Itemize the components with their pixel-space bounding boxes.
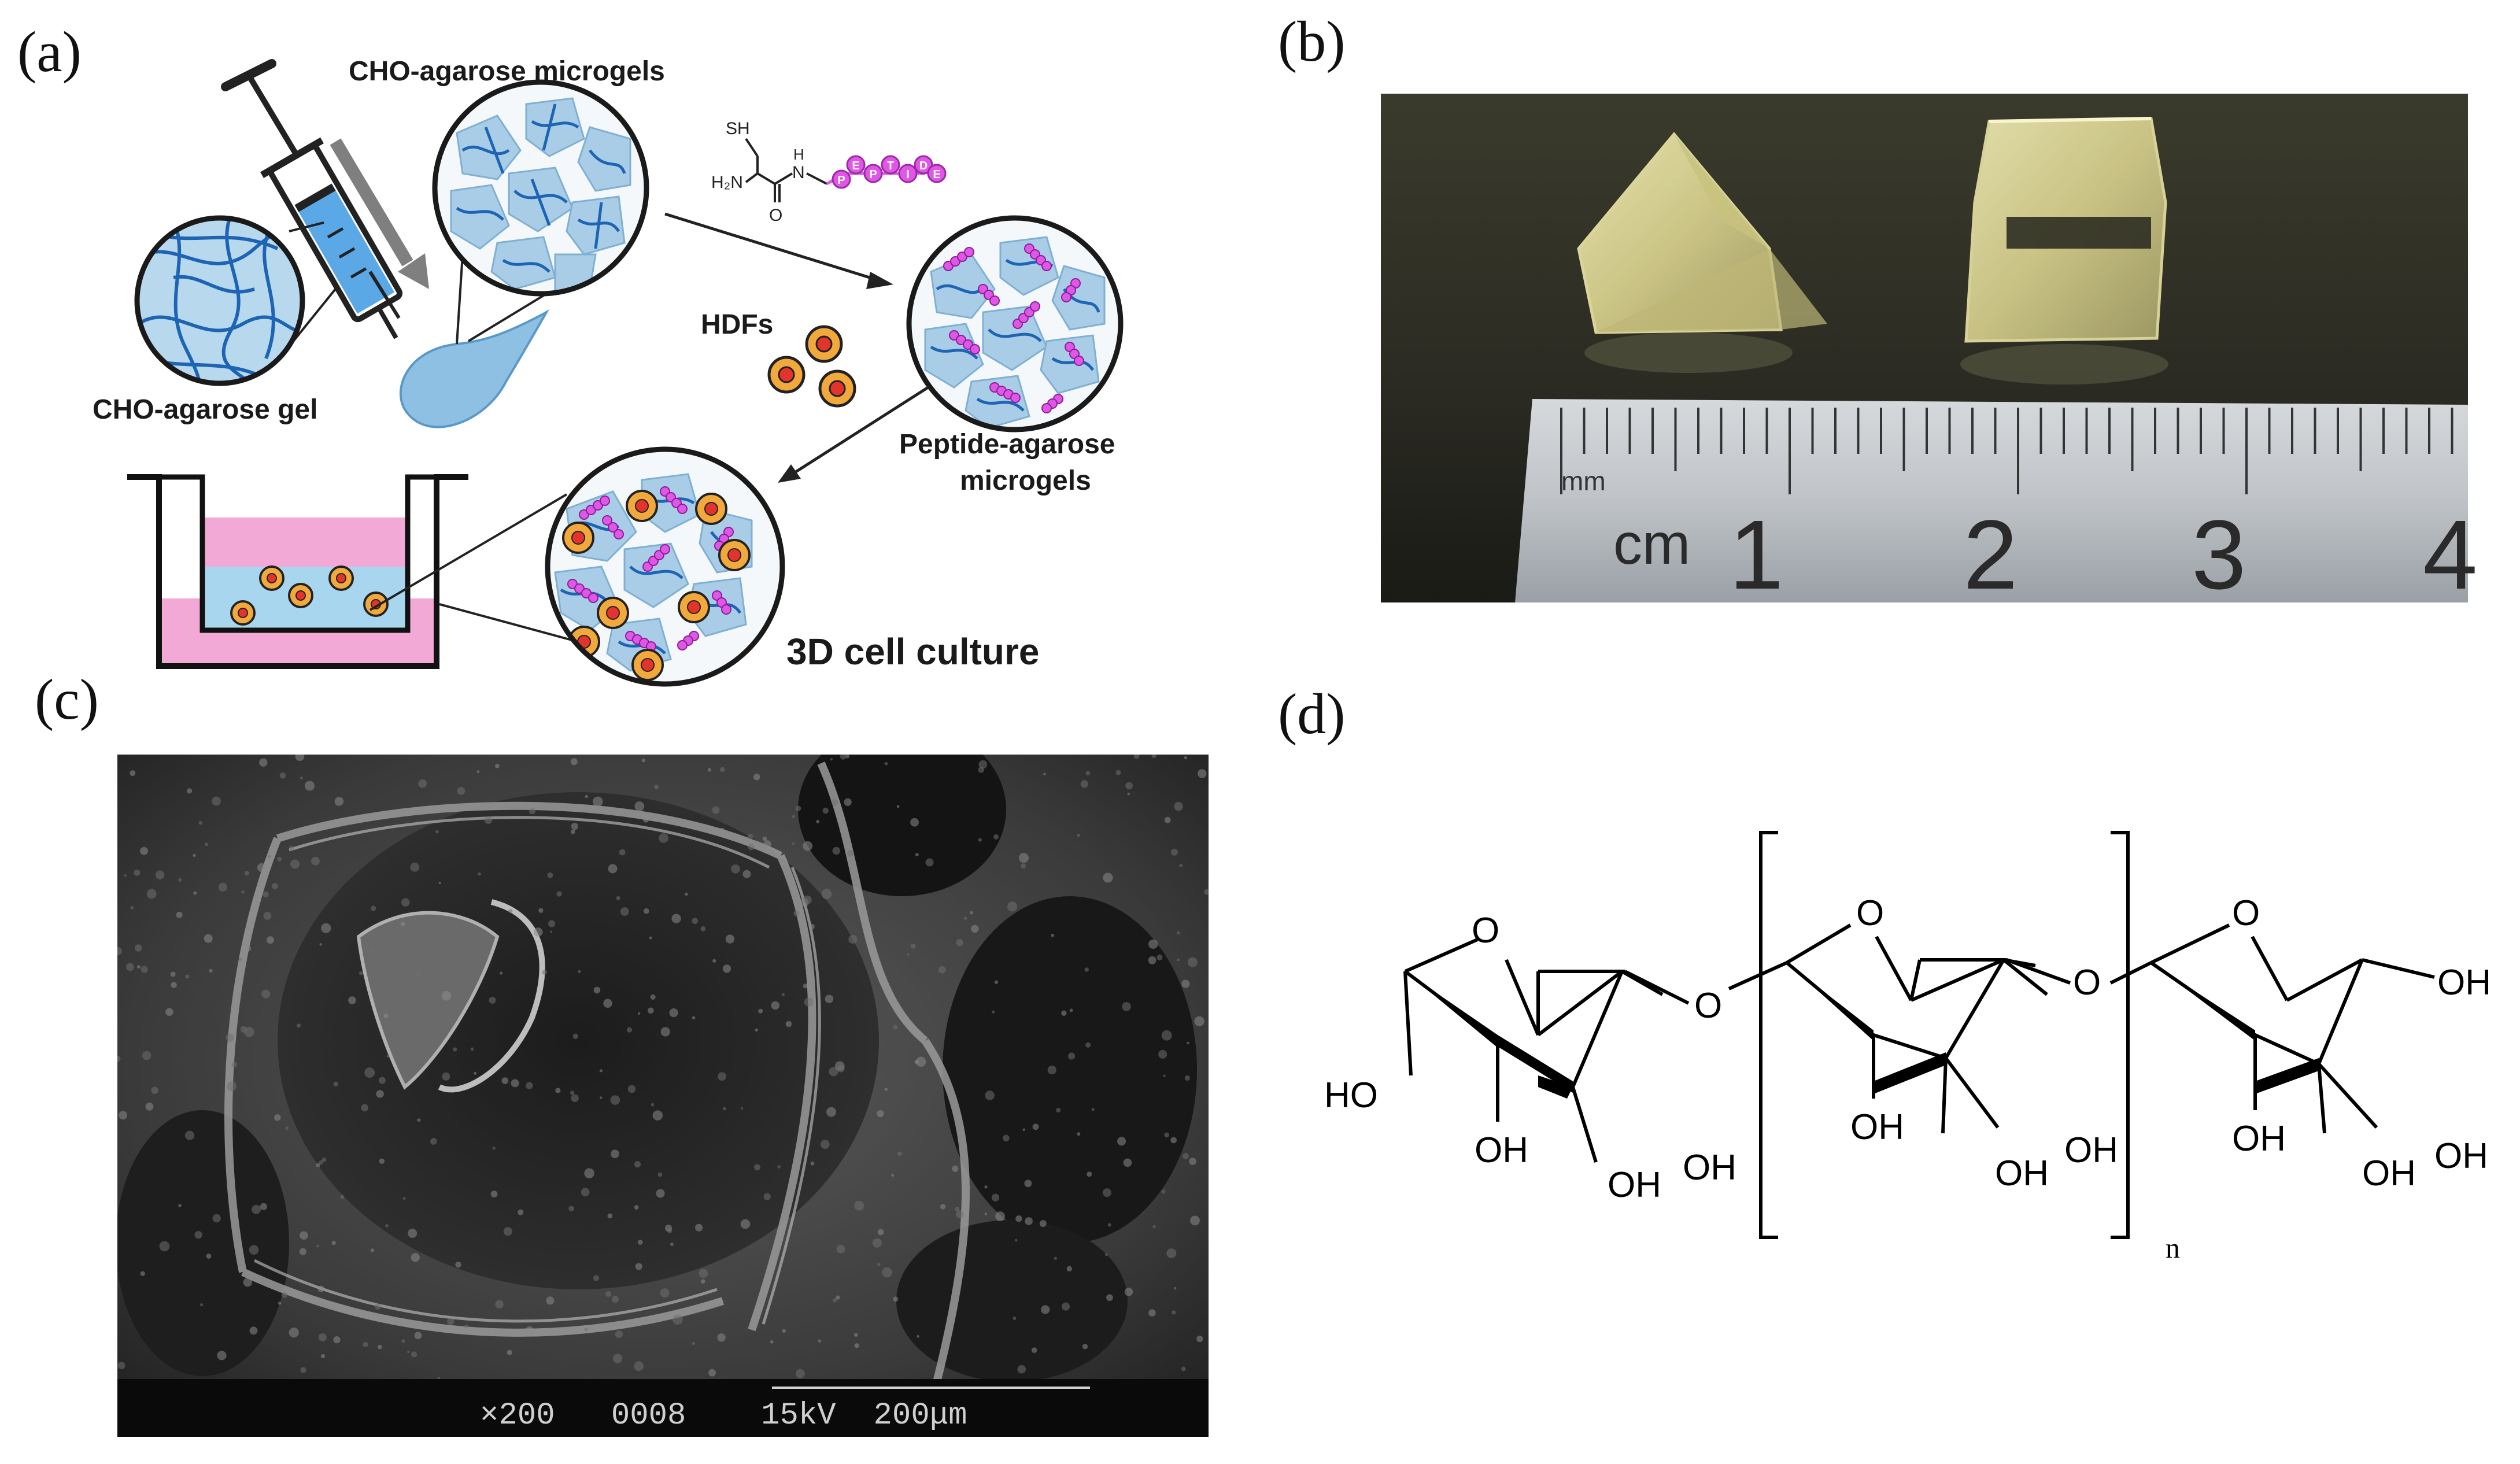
label-3d-cell-culture: 3D cell culture xyxy=(786,631,1040,672)
label-peptide-agarose-1: Peptide-agarose xyxy=(899,429,1115,460)
oh-label-3: OH xyxy=(1683,1148,1736,1188)
o-label-link2: O xyxy=(2073,963,2101,1003)
agarose-wedge-bonds xyxy=(1405,963,2319,1099)
label-peptide-agarose-2: microgels xyxy=(960,465,1091,496)
chem-h2n-label: H₂N xyxy=(711,173,743,192)
ruler-mm-label: mm xyxy=(1561,466,1606,496)
repeat-subscript-n: n xyxy=(2166,1232,2180,1264)
peptide-bead xyxy=(721,604,731,615)
peptide-agarose-microgels-circle xyxy=(906,215,1124,432)
peptide-bead xyxy=(898,164,918,183)
peptide-bead xyxy=(1074,356,1084,366)
peptide-bead xyxy=(660,544,670,554)
peptide-bead xyxy=(1041,403,1052,413)
panel-label-d: (d) xyxy=(1278,682,1346,746)
droplet-icon xyxy=(399,309,550,428)
o-label-ring1: O xyxy=(1472,911,1499,951)
oh-label-6: OH xyxy=(2064,1130,2118,1170)
oh-label-8: OH xyxy=(2362,1154,2416,1193)
peptide-bead xyxy=(964,247,974,257)
peptide-bead xyxy=(832,169,851,189)
injection-arrow-icon xyxy=(330,138,429,289)
peptide-bead xyxy=(602,515,612,526)
oh-label-9: OH xyxy=(2434,1136,2488,1176)
peptide-letter: P xyxy=(869,168,877,181)
cho-agarose-gel-circle xyxy=(134,215,305,386)
peptide-bead xyxy=(1041,261,1052,271)
seeding-arrow-icon xyxy=(778,386,929,483)
peptide-bead xyxy=(677,640,688,650)
ruler-number-2: 2 xyxy=(1963,500,2018,610)
oh-label-4: OH xyxy=(1850,1107,1904,1147)
ruler: mm cm 1 2 3 4 xyxy=(1515,399,2478,610)
peptide-bead xyxy=(1010,393,1021,403)
label-hdfs: HDFs xyxy=(701,309,774,340)
agarose-bonds xyxy=(1403,831,2435,1239)
ruler-cm-label: cm xyxy=(1613,512,1690,576)
chem-n-label: N xyxy=(792,163,805,182)
cube-gel-sample xyxy=(1960,117,2168,385)
peptide-letter: E xyxy=(852,160,859,172)
triangular-gel-sample xyxy=(1577,132,1827,373)
chem-o-label: O xyxy=(769,206,782,225)
panel-label-c: (c) xyxy=(35,667,99,731)
peptide-bead xyxy=(588,593,598,603)
panel-label-b: (b) xyxy=(1278,9,1346,73)
peptide-bead xyxy=(614,529,624,539)
oh-label-10: OH xyxy=(2437,963,2491,1003)
ruler-number-3: 3 xyxy=(2192,500,2246,610)
panel-label-a: (a) xyxy=(17,20,82,84)
peptide-bead xyxy=(881,155,900,175)
label-cho-agarose-gel: CHO-agarose gel xyxy=(93,394,318,425)
ho-label: HO xyxy=(1324,1075,1378,1115)
o-label-ring2: O xyxy=(1856,893,1884,933)
peptide-letter: I xyxy=(906,168,910,181)
oh-label-1: OH xyxy=(1475,1130,1528,1170)
peptide-letter: D xyxy=(919,160,928,172)
label-cho-agarose-microgels: CHO-agarose microgels xyxy=(349,56,665,87)
syringe-icon xyxy=(221,59,403,339)
chem-h-label: H xyxy=(793,146,804,163)
peptide-bead xyxy=(970,344,980,354)
peptide-bead xyxy=(927,164,947,183)
peptide-letter: T xyxy=(887,160,894,172)
peptide-bead xyxy=(1061,292,1071,302)
peptide-bead xyxy=(677,504,688,514)
culture-well-icon xyxy=(127,474,468,669)
conjugation-arrow-icon xyxy=(664,212,893,289)
peptide-letter: P xyxy=(837,174,845,187)
oh-label-5: OH xyxy=(1995,1154,2049,1193)
o-label-link1: O xyxy=(1694,986,1722,1026)
peptide-bead xyxy=(600,496,610,506)
cho-agarose-microgels-circle xyxy=(432,79,649,297)
ruler-number-1: 1 xyxy=(1729,500,1784,610)
peptide-bead xyxy=(846,155,866,175)
cell-culture-circle xyxy=(545,446,785,687)
ruler-number-4: 4 xyxy=(2423,500,2478,610)
peptide-bead xyxy=(1030,301,1040,312)
oh-label-7: OH xyxy=(2232,1119,2286,1159)
peptide-bead xyxy=(914,155,933,175)
sem-info-bar: ×200 0008 15kV 200μm xyxy=(480,1398,967,1433)
oh-label-2: OH xyxy=(1608,1165,1661,1205)
peptide-letter: E xyxy=(933,168,940,181)
o-label-ring3: O xyxy=(2232,893,2260,933)
peptide-bead xyxy=(608,522,618,533)
hdf-cells xyxy=(767,325,856,408)
peptide-bead xyxy=(863,164,883,183)
chem-sh-label: SH xyxy=(726,119,750,138)
peptide-bead xyxy=(989,295,1000,306)
